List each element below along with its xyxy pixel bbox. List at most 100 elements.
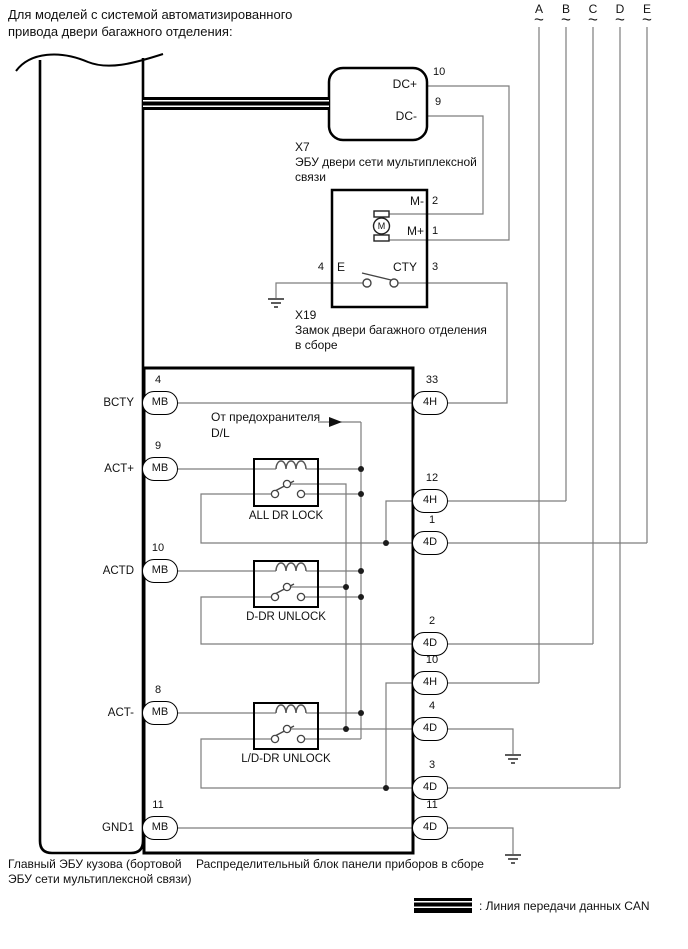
x19-m-plus-label: M+ bbox=[406, 224, 424, 238]
bus-letter-e: E bbox=[642, 2, 651, 16]
connector-4h-33: 4H bbox=[412, 391, 448, 415]
pin-label-4d-3: 3 bbox=[428, 759, 436, 771]
relay-label-all-dr-lock: ALL DR LOCK bbox=[248, 510, 324, 522]
bus-letter-b: B bbox=[561, 2, 570, 16]
x19-e-label: E bbox=[337, 260, 346, 274]
pin-label-mb-10: 10 bbox=[151, 542, 165, 554]
switch-all-dr-lock bbox=[270, 479, 306, 499]
header-line1: Для моделей с системой автоматизированно… bbox=[8, 7, 293, 22]
x19-cty-label: CTY bbox=[393, 260, 417, 274]
x7-box bbox=[327, 66, 429, 142]
wire-4h12-branch bbox=[385, 500, 412, 543]
signal-label-bcty: BCTY bbox=[103, 397, 134, 409]
wire-bus-346 bbox=[318, 483, 347, 729]
pin-label-4h-33: 33 bbox=[425, 374, 439, 386]
x19-m-minus-label: M- bbox=[410, 194, 424, 208]
signal-label-act-plus: ACT+ bbox=[104, 463, 134, 475]
motor-letter: M bbox=[377, 221, 386, 231]
can-legend-label: : Линия передачи данных CAN bbox=[479, 899, 650, 913]
signal-label-act-minus: ACT- bbox=[107, 707, 134, 719]
connector-mb-gnd1: MB bbox=[142, 816, 178, 840]
junction-dots bbox=[343, 466, 389, 791]
wire-d-to-4d2 bbox=[200, 596, 412, 645]
signal-label-actd: ACTD bbox=[102, 565, 134, 577]
x19-caption-line1: Замок двери багажного отделения bbox=[295, 323, 487, 337]
left-rail-outline bbox=[15, 53, 164, 855]
x7-id: X7 bbox=[295, 140, 310, 154]
ground-icon-4d4 bbox=[505, 754, 521, 764]
pin-label-4d-4: 4 bbox=[428, 700, 436, 712]
wire-4d4-ground bbox=[448, 728, 514, 754]
wire-4d11-ground bbox=[448, 827, 514, 854]
connector-4d-1: 4D bbox=[412, 531, 448, 555]
wire-all-to-4d1 bbox=[200, 493, 412, 544]
fuse-note-line1: От предохранителя bbox=[211, 410, 321, 424]
wire-4h10-branch bbox=[385, 682, 412, 788]
break-tilde-icon: ~ bbox=[615, 10, 625, 29]
x19-pin-1: 1 bbox=[432, 225, 439, 237]
relay-label-ld-dr-unlock: L/D-DR UNLOCK bbox=[241, 753, 331, 765]
connector-4d-2: 4D bbox=[412, 632, 448, 656]
x7-pin-10: 10 bbox=[433, 66, 446, 78]
break-tilde-icon: ~ bbox=[561, 10, 571, 29]
x19-pin-4: 4 bbox=[317, 261, 324, 273]
coil-all-dr-lock bbox=[275, 460, 307, 470]
x19-pin-3: 3 bbox=[432, 261, 439, 273]
x19-caption-line2: в сборе bbox=[295, 338, 338, 352]
connector-mb-act-plus: MB bbox=[142, 457, 178, 481]
header-line2: привода двери багажного отделения: bbox=[8, 24, 233, 39]
connector-4d-4: 4D bbox=[412, 717, 448, 741]
break-tilde-icon: ~ bbox=[588, 10, 598, 29]
bus-letter-a: A bbox=[534, 2, 543, 16]
relay-label-d-dr-unlock: D-DR UNLOCK bbox=[246, 611, 326, 623]
relay-coil-icons bbox=[275, 460, 307, 714]
x19-id: X19 bbox=[295, 308, 317, 322]
break-tilde-icon: ~ bbox=[642, 10, 652, 29]
x19-switch-icon bbox=[361, 272, 399, 288]
junction-block-outline bbox=[142, 366, 415, 855]
pin-label-mb-9: 9 bbox=[154, 440, 162, 452]
pin-label-mb-4: 4 bbox=[154, 374, 162, 386]
signal-label-gnd1: GND1 bbox=[102, 822, 134, 834]
wire-l-to-4d3 bbox=[200, 738, 412, 789]
relay-switch-icons bbox=[270, 479, 306, 744]
x7-pin-9: 9 bbox=[435, 96, 442, 108]
x19-box bbox=[330, 188, 429, 309]
wire-dcminus-mminus bbox=[381, 115, 484, 215]
break-tilde-icon: ~ bbox=[534, 10, 544, 29]
connector-mb-actd: MB bbox=[142, 559, 178, 583]
switch-d-dr-unlock bbox=[270, 582, 306, 602]
x19-pin-2: 2 bbox=[432, 195, 439, 207]
x7-caption-line1: ЭБУ двери сети мультиплексной bbox=[295, 155, 477, 169]
connector-4d-11: 4D bbox=[412, 816, 448, 840]
fuse-note-line2: D/L bbox=[211, 426, 230, 440]
x7-dc-plus-label: DC+ bbox=[392, 77, 417, 91]
fuse-arrow-icon bbox=[329, 417, 342, 427]
connector-mb-bcty: MB bbox=[142, 391, 178, 415]
connector-4h-12: 4H bbox=[412, 489, 448, 513]
relay-all-dr-lock-box bbox=[253, 458, 319, 507]
x7-dc-minus-label: DC- bbox=[395, 109, 417, 123]
pin-label-4d-11: 11 bbox=[426, 799, 438, 811]
can-legend-sample bbox=[414, 898, 472, 913]
body-ecu-caption-line1: Главный ЭБУ кузова (бортовой bbox=[8, 857, 182, 871]
coil-d-dr-unlock bbox=[275, 562, 307, 572]
wire-dcplus-mplus bbox=[381, 85, 510, 241]
bus-letter-c: C bbox=[588, 2, 598, 16]
wire-cty-4h33 bbox=[398, 282, 508, 404]
bus-letter-d: D bbox=[615, 2, 625, 16]
x7-caption-line2: связи bbox=[295, 170, 326, 184]
ground-icon-x19 bbox=[268, 298, 284, 308]
body-ecu-caption-line2: ЭБУ сети мультиплексной связи) bbox=[8, 872, 192, 886]
pin-label-4h-12: 12 bbox=[425, 472, 439, 484]
junction-block-caption: Распределительный блок панели приборов в… bbox=[196, 857, 484, 871]
pin-label-4d-2: 2 bbox=[428, 615, 436, 627]
relay-ld-dr-unlock-box bbox=[253, 702, 319, 750]
connector-mb-act-minus: MB bbox=[142, 701, 178, 725]
left-rail-torn-edge bbox=[15, 53, 164, 72]
can-bus-line bbox=[143, 97, 329, 110]
pin-label-mb-11: 11 bbox=[152, 799, 164, 811]
pin-label-mb-8: 8 bbox=[154, 684, 162, 696]
signal-wires bbox=[178, 27, 648, 854]
